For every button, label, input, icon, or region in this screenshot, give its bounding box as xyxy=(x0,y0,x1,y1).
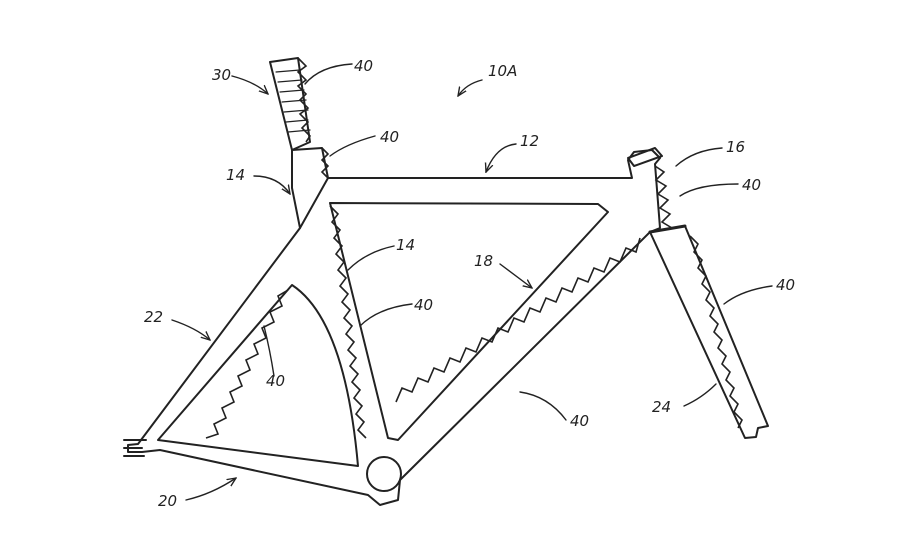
label-seat-tube-upper: 14 xyxy=(226,166,245,184)
label-fork: 24 xyxy=(652,398,671,416)
seat-tube-serration xyxy=(329,205,367,439)
label-40-seat-post: 40 xyxy=(354,57,373,75)
head-tube-joint xyxy=(648,224,687,234)
leader-20 xyxy=(185,478,236,501)
leader-40-head-tube xyxy=(679,183,739,197)
seat-post xyxy=(269,57,311,151)
leader-30 xyxy=(231,75,268,94)
label-40-down-tube: 40 xyxy=(570,412,589,430)
fork xyxy=(649,225,769,439)
frame-outline xyxy=(127,147,661,506)
leader-14-lower xyxy=(347,245,395,271)
down-tube-serration xyxy=(395,237,641,403)
rear-triangle-inner xyxy=(157,284,359,467)
fork-serration xyxy=(689,235,743,429)
label-seat-post: 30 xyxy=(212,66,231,84)
rear-triangle-serration xyxy=(205,289,289,439)
leader-40-seat-tube xyxy=(359,303,413,327)
seat-post-serration xyxy=(296,57,312,143)
leader-40-rear xyxy=(263,325,275,377)
leader-24 xyxy=(683,383,717,407)
label-40-top-joint: 40 xyxy=(380,128,399,146)
leader-10A xyxy=(458,79,483,96)
leader-40-seat-post xyxy=(304,63,353,85)
head-tube-cap xyxy=(627,147,663,167)
label-frame: 10A xyxy=(488,62,517,80)
main-triangle-inner xyxy=(329,202,609,441)
leader-40-fork xyxy=(723,285,773,305)
label-seat-tube-lower: 14 xyxy=(396,236,415,254)
label-down-tube: 18 xyxy=(474,252,493,270)
leader-12 xyxy=(486,143,517,172)
label-top-tube: 12 xyxy=(520,132,539,150)
label-chain-stay: 20 xyxy=(158,492,177,510)
leader-40-down-tube xyxy=(519,391,567,421)
leader-40-top-joint xyxy=(329,135,376,157)
label-40-head-tube: 40 xyxy=(742,176,761,194)
bottom-bracket xyxy=(366,456,402,492)
label-head-tube: 16 xyxy=(726,138,745,156)
label-40-seat-tube: 40 xyxy=(414,296,433,314)
leader-18 xyxy=(499,263,532,288)
label-seat-stay: 22 xyxy=(144,308,163,326)
head-tube-serration xyxy=(654,165,673,229)
seat-tube xyxy=(299,177,329,229)
leader-14-upper xyxy=(253,175,290,194)
seat-post-marks xyxy=(275,69,311,133)
leader-22 xyxy=(171,319,210,340)
top-joint-serration xyxy=(320,147,330,179)
rear-dropout xyxy=(123,439,147,457)
leader-16 xyxy=(675,147,723,167)
label-40-rear: 40 xyxy=(266,372,285,390)
label-40-fork: 40 xyxy=(776,276,795,294)
